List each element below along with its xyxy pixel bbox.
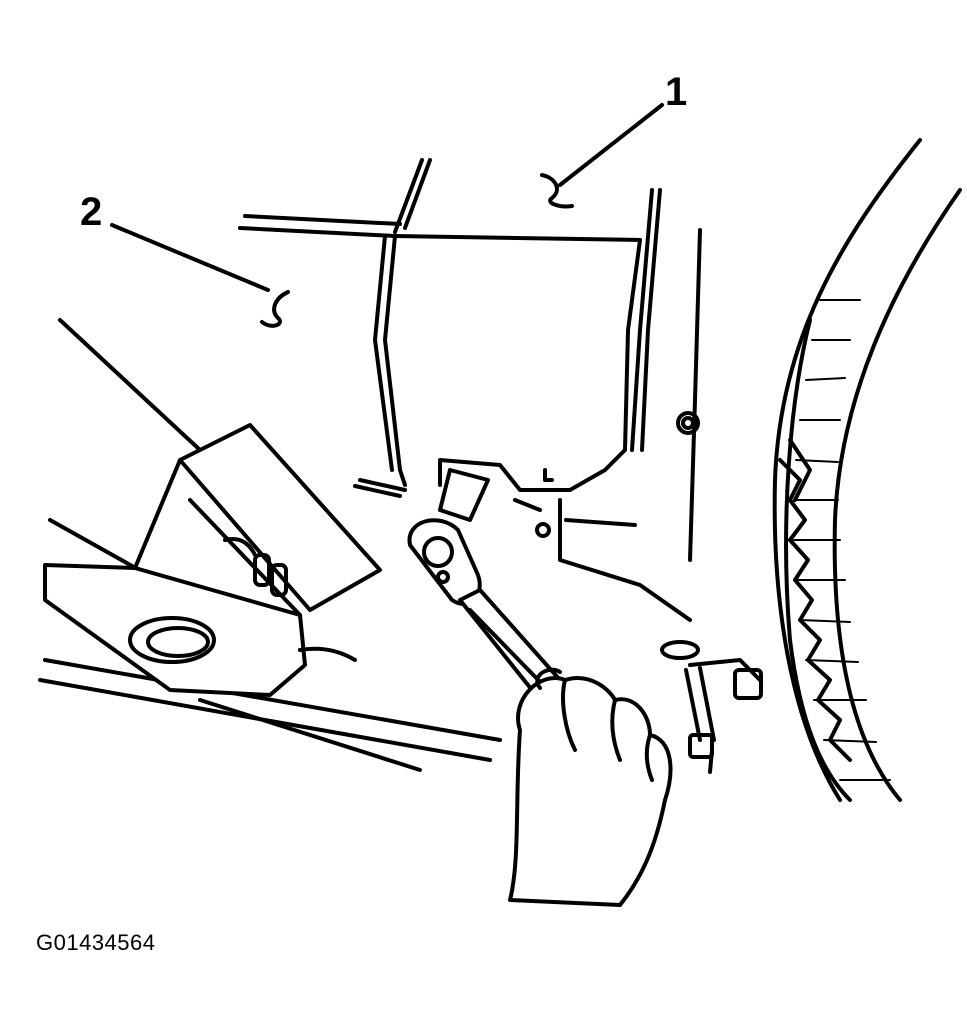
- callout-2-label: 2: [80, 190, 103, 234]
- trim-edge: [238, 158, 642, 242]
- tire-tread: [778, 299, 891, 781]
- callout-1-label: 1: [665, 70, 688, 114]
- panel-component-1: [373, 188, 702, 622]
- fastener-bracket: [660, 640, 763, 774]
- hand: [508, 667, 673, 907]
- body-component-2: [38, 318, 502, 772]
- figure-identifier: G01434564: [36, 930, 156, 955]
- support-block: [43, 423, 382, 697]
- leader-lines: [110, 103, 664, 328]
- tire: [772, 138, 962, 802]
- ratchet-wrench: [407, 468, 562, 702]
